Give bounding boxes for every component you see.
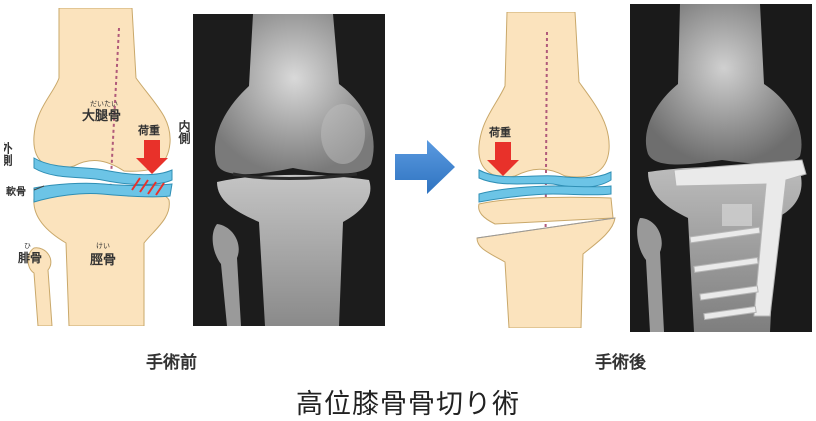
femur-ruby: だいたい [90, 100, 118, 108]
fibula-ruby: ひ [24, 242, 31, 250]
tibia-label: 脛骨 [90, 253, 116, 268]
load-label-after: 荷重 [488, 125, 511, 139]
lateral-label: 外側 [4, 141, 13, 167]
after-xray [630, 4, 812, 332]
load-label-before: 荷重 [137, 123, 160, 137]
before-xray [193, 14, 385, 326]
medial-label: 内側 [177, 119, 191, 145]
page-title: 高位膝骨骨切り術 [0, 382, 816, 421]
arrow-right-icon [395, 140, 455, 194]
cartilage-label: 軟骨 [6, 185, 26, 198]
before-illustration: だいたい 大腿骨 荷重 外側 内側 軟骨 ひ 腓骨 けい 脛骨 [4, 8, 198, 326]
after-illustration: 荷重 [465, 12, 621, 328]
femur-label: 大腿骨 [82, 108, 121, 124]
caption-before: 手術前 [146, 348, 197, 373]
fibula-label: 腓骨 [18, 250, 42, 265]
tibia-ruby: けい [96, 242, 110, 250]
tibia-upper [479, 197, 613, 224]
caption-after: 手術後 [595, 348, 646, 373]
